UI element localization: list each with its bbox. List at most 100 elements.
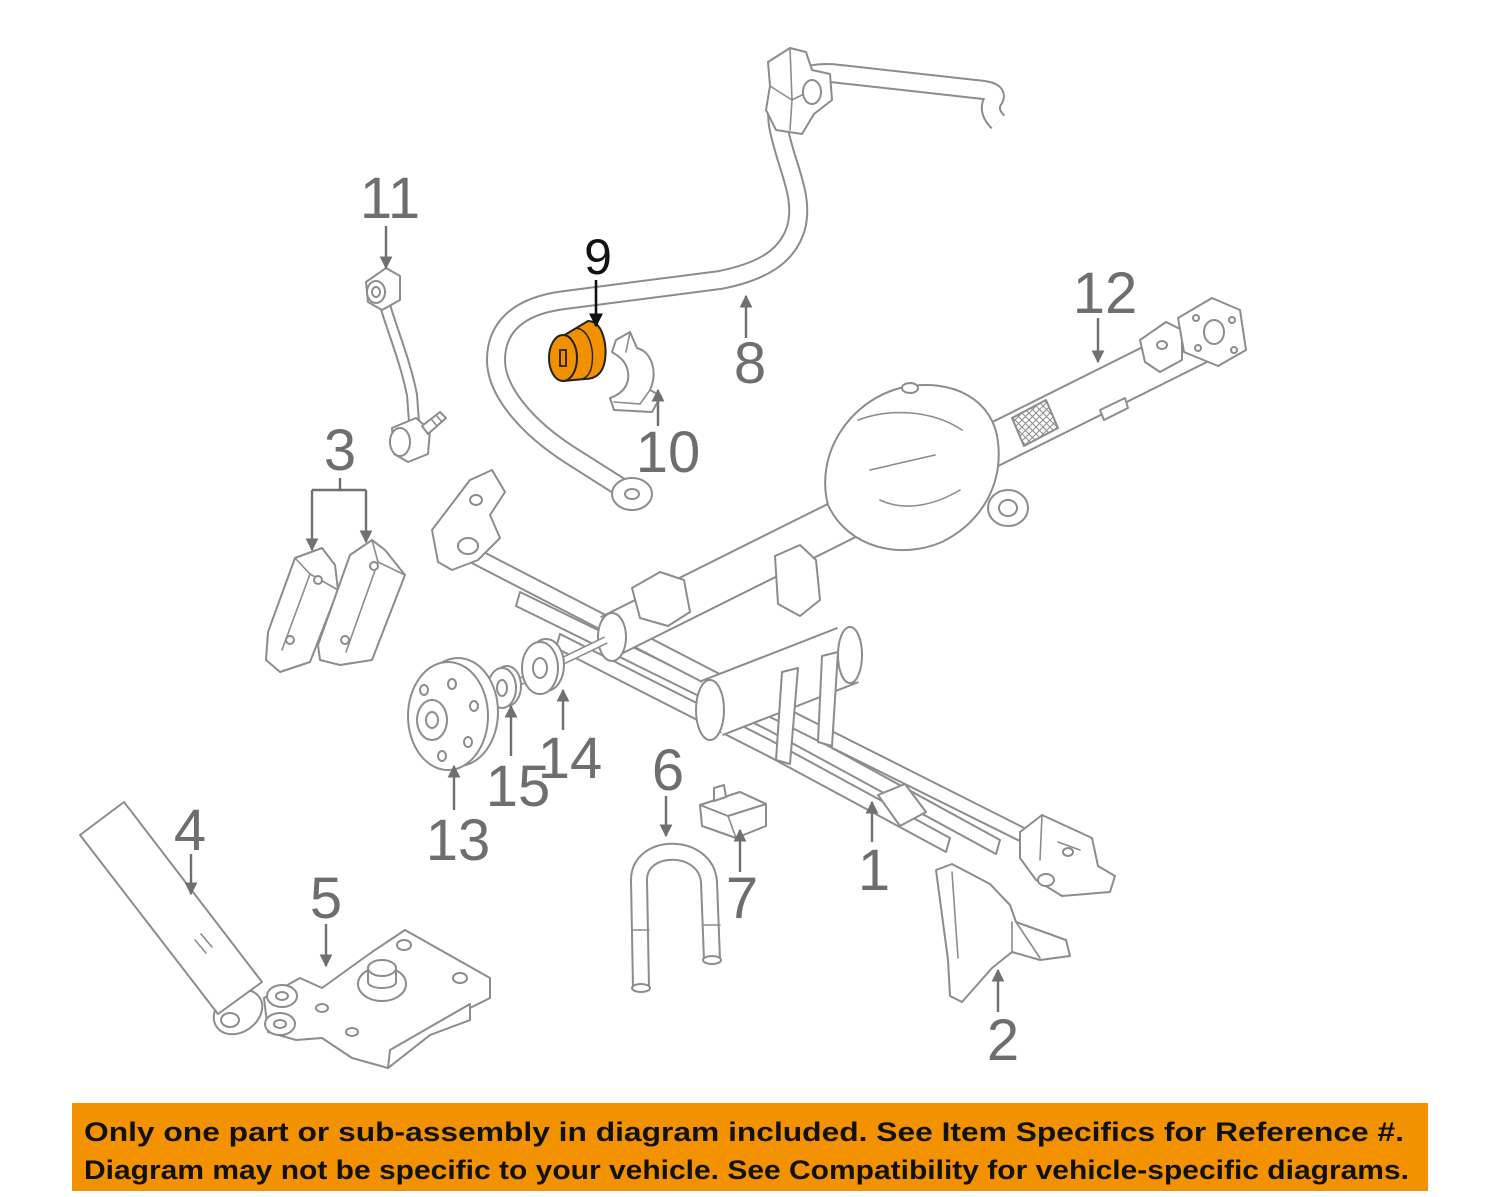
flange-bolt-hole xyxy=(1192,314,1200,322)
spring-plate-hole xyxy=(315,1003,329,1013)
bump-stop-stud xyxy=(713,784,727,802)
part-spring-plate xyxy=(263,929,491,1069)
part-axle-housing xyxy=(597,297,1247,662)
part-stabilizer-link xyxy=(365,267,447,463)
spring-perch-mid xyxy=(774,544,821,617)
callout-14: 14 xyxy=(538,726,603,791)
flange-bolt-hole xyxy=(1194,344,1202,352)
bracket-3-right-detail xyxy=(345,539,406,653)
bushing-slit xyxy=(559,349,567,367)
callout-2: 2 xyxy=(987,1008,1019,1073)
spring-front-hanger xyxy=(431,469,506,571)
part-u-bolt xyxy=(630,842,722,993)
spring-plate-side xyxy=(387,1003,471,1069)
pinion-flange-center xyxy=(998,499,1018,517)
disclaimer-banner: Only one part or sub-assembly in diagram… xyxy=(72,1103,1428,1191)
callout-7: 7 xyxy=(726,866,758,931)
callout-arrows xyxy=(184,226,1105,1012)
callout-labels: 1 2 3 4 5 6 7 8 9 10 11 12 13 14 15 xyxy=(174,166,1137,1073)
hub-bolt-hole xyxy=(447,678,457,690)
u-bolt-fill xyxy=(632,844,719,989)
rear-bracket-hole xyxy=(1062,847,1074,857)
part-stabilizer-bar xyxy=(486,47,1006,511)
bracket-3-hole xyxy=(285,635,295,645)
shock-lower-eye-hole xyxy=(220,1012,240,1028)
link-rod-fill xyxy=(381,303,418,423)
washer-hole xyxy=(532,657,548,679)
bushing-edge xyxy=(575,327,594,380)
clamp-body xyxy=(609,331,662,413)
banner-line-1: Only one part or sub-assembly in diagram… xyxy=(84,1117,1404,1147)
spacer-strap xyxy=(817,651,839,747)
washer-hole xyxy=(496,679,508,697)
part-stabilizer-bushing xyxy=(548,320,607,382)
shock-body xyxy=(79,801,263,1015)
bracket-3-hole xyxy=(340,635,350,645)
hub-bolt-hole xyxy=(469,700,479,712)
part-hub-13 xyxy=(407,657,499,771)
flange-bolt-hole xyxy=(1228,316,1236,324)
hub-bolt-hole xyxy=(419,684,429,696)
callout-3: 3 xyxy=(324,418,356,483)
part-bump-stop xyxy=(699,784,767,839)
hanger-eye xyxy=(457,537,479,555)
spring-center-clamp xyxy=(877,783,927,827)
clamp-detail xyxy=(613,331,651,405)
callout-4: 4 xyxy=(174,798,206,863)
part-washer-14 xyxy=(521,638,565,695)
part-spring-spacer xyxy=(695,626,863,765)
callout-10: 10 xyxy=(636,420,701,485)
callout-bracket-3 xyxy=(312,478,366,492)
callout-5: 5 xyxy=(310,866,342,931)
banner-background xyxy=(72,1103,1428,1191)
differential-vent xyxy=(901,382,919,394)
spacer-end xyxy=(837,626,863,684)
hub-center-hole xyxy=(425,711,439,729)
differential-detail xyxy=(857,411,963,507)
u-bolt-end xyxy=(702,955,722,965)
spring-plate-hole xyxy=(452,972,468,984)
u-bolt-thread xyxy=(632,924,721,931)
spring-perch-left xyxy=(631,571,691,627)
spacer-strap xyxy=(775,667,799,765)
stabilizer-bar-eye-hole xyxy=(624,488,640,500)
shock-body-detail xyxy=(194,933,213,954)
spring-plate-boss-top xyxy=(367,959,397,977)
spring-plate-eye-hole xyxy=(275,991,289,1001)
bracket-body xyxy=(935,863,1071,1003)
link-stud-thread xyxy=(431,415,443,427)
bushing-face xyxy=(548,334,578,382)
u-bolt-end xyxy=(631,983,651,993)
callout-8: 8 xyxy=(734,331,766,396)
part-bracket-2 xyxy=(935,863,1071,1003)
part-bushing-clamp xyxy=(609,331,662,413)
bracket-3-hole xyxy=(313,575,323,585)
bracket-detail xyxy=(951,871,1041,959)
axle-bracket-hole xyxy=(1156,340,1168,350)
part-shock-absorber xyxy=(79,801,264,1036)
differential-carrier xyxy=(824,384,1000,552)
callout-15: 15 xyxy=(486,754,551,819)
banner-line-2: Diagram may not be specific to your vehi… xyxy=(84,1155,1409,1185)
hub-bolt-hole xyxy=(437,750,447,762)
axle-clip xyxy=(1099,397,1129,421)
hanger-hole xyxy=(469,494,483,506)
bracket-3-hole xyxy=(369,561,379,571)
callout-13: 13 xyxy=(426,808,491,873)
callout-6: 6 xyxy=(652,738,684,803)
spring-plate-eye-hole xyxy=(273,1019,287,1029)
axle-right-flange-center xyxy=(1203,319,1225,345)
spring-plate-hole xyxy=(345,1027,359,1037)
stabilizer-bar-mount-bushing xyxy=(802,79,822,105)
callout-12: 12 xyxy=(1073,261,1138,326)
stabilizer-bar-mount xyxy=(765,47,833,135)
rear-bracket-detail xyxy=(1039,814,1081,861)
callout-11: 11 xyxy=(360,166,420,231)
part-brackets-3 xyxy=(265,539,406,673)
link-lower-eye xyxy=(389,427,411,457)
axle-left-flange xyxy=(597,612,627,662)
axle-vent-sleeve xyxy=(1011,399,1059,447)
flange-bolt-hole xyxy=(1230,346,1238,354)
callout-9: 9 xyxy=(584,229,612,285)
